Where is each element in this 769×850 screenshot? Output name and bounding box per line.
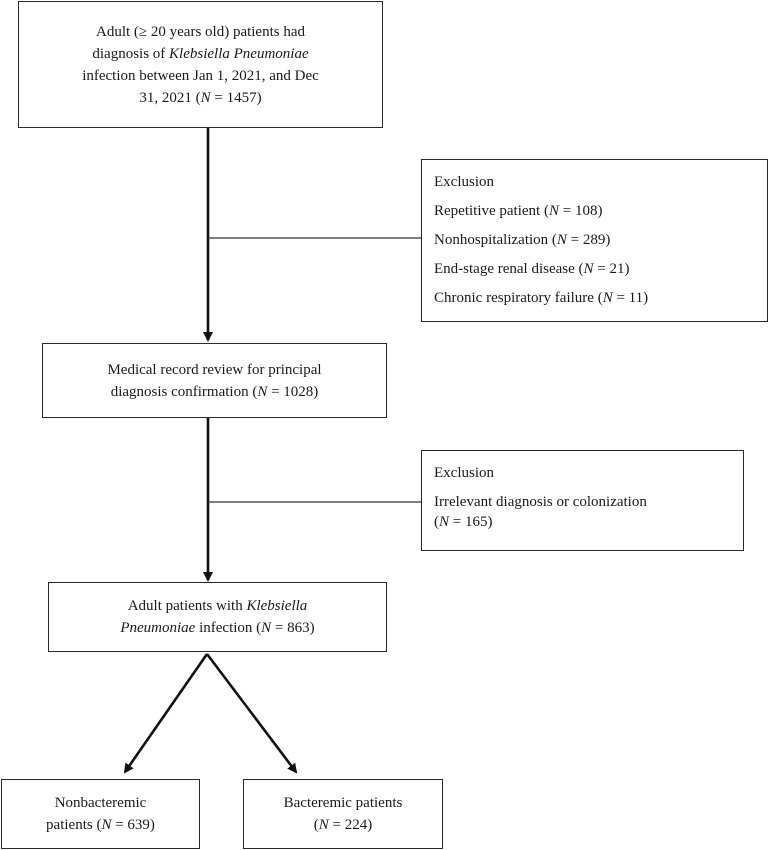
box-nonbacteremic-line2-text: patients ( — [46, 817, 102, 833]
box-adult-line2-text: infection ( — [195, 620, 262, 636]
box-initial-line4-text: 31, 2021 ( — [139, 89, 201, 106]
box-bacteremic: Bacteremic patients (N = 224) — [243, 779, 443, 849]
box-initial-patients: Adult (≥ 20 years old) patients had diag… — [18, 1, 383, 128]
box-initial-line3: infection between Jan 1, 2021, and Dec — [82, 67, 319, 84]
exclusion-2-line1: Irrelevant diagnosis or colonization — [434, 494, 647, 510]
box-review-line2: diagnosis confirmation (N = 1028) — [111, 381, 319, 403]
box-review-count: = 1028) — [267, 383, 319, 400]
box-nonbacteremic: Nonbacteremic patients (N = 639) — [1, 779, 200, 849]
box-adult-n-symbol: N — [261, 620, 272, 636]
exclusion-1-item-n: N — [556, 232, 567, 248]
exclusion-1-item-count: = 289) — [566, 232, 611, 248]
exclusion-1-item-count: = 108) — [558, 203, 603, 219]
exclusion-1-item: End-stage renal disease (N = 21) — [434, 259, 767, 279]
exclusion-1-item-label: End-stage renal disease ( — [434, 261, 584, 277]
exclusion-1-title: Exclusion — [434, 174, 494, 190]
box-adult-line1-text: Adult patients with — [127, 598, 247, 614]
box-bacteremic-line1: Bacteremic patients — [283, 795, 403, 811]
box-adult-organism-genus: Klebsiella — [246, 598, 308, 614]
exclusion-1-item: Repetitive patient (N = 108) — [434, 201, 767, 221]
box-initial-organism: Klebsiella Pneumoniae — [169, 45, 309, 62]
box-nonbacteremic-line2: patients (N = 639) — [46, 814, 155, 836]
box-bacteremic-count: = 224) — [328, 817, 373, 833]
box-bacteremic-n-symbol: N — [318, 817, 329, 833]
box-adult-patients: Adult patients with Klebsiella Pneumonia… — [48, 582, 387, 652]
box-review-line2-text: diagnosis confirmation ( — [110, 383, 258, 400]
box-adult-organism-species: Pneumoniae — [120, 620, 196, 636]
box-record-review: Medical record review for principal diag… — [42, 343, 387, 418]
box-initial-line2-text: diagnosis of — [92, 45, 170, 62]
arrow-adult-to-nonbacteremic — [123, 653, 209, 774]
box-initial-n-symbol: N — [200, 89, 211, 106]
exclusion-box-2: Exclusion Irrelevant diagnosis or coloni… — [421, 450, 744, 551]
box-initial-count: = 1457) — [210, 89, 262, 106]
exclusion-2-line2-text: ( — [434, 514, 439, 530]
box-adult-line1: Adult patients with Klebsiella — [128, 595, 308, 617]
box-initial-line4: 31, 2021 (N = 1457) — [139, 87, 261, 109]
box-nonbacteremic-line1: Nonbacteremic — [54, 795, 147, 811]
exclusion-1-item-label: Chronic respiratory failure ( — [434, 290, 603, 306]
exclusion-2-n-symbol: N — [439, 514, 450, 530]
box-initial-line2: diagnosis of Klebsiella Pneumoniae — [92, 43, 308, 65]
exclusion-1-item-count: = 21) — [593, 261, 630, 277]
box-review-line1: Medical record review for principal — [107, 361, 322, 378]
box-bacteremic-line2: (N = 224) — [314, 814, 372, 836]
exclusion-2-title: Exclusion — [434, 465, 494, 481]
exclusion-2-count: = 165) — [449, 514, 493, 530]
box-review-n-symbol: N — [257, 383, 268, 400]
exclusion-2-line2: (N = 165) — [434, 512, 743, 532]
exclusion-1-item-n: N — [583, 261, 594, 277]
box-nonbacteremic-count: = 639) — [111, 817, 155, 833]
box-nonbacteremic-n-symbol: N — [101, 817, 112, 833]
exclusion-1-item-label: Nonhospitalization ( — [434, 232, 557, 248]
box-adult-line2: Pneumoniae infection (N = 863) — [120, 617, 314, 639]
exclusion-1-item-n: N — [602, 290, 613, 306]
exclusion-box-1: Exclusion Repetitive patient (N = 108) N… — [421, 159, 768, 322]
box-adult-count: = 863) — [271, 620, 315, 636]
exclusion-1-item: Nonhospitalization (N = 289) — [434, 230, 767, 250]
exclusion-1-item: Chronic respiratory failure (N = 11) — [434, 288, 767, 308]
exclusion-1-item-count: = 11) — [612, 290, 649, 306]
exclusion-1-item-label: Repetitive patient ( — [434, 203, 549, 219]
box-bacteremic-line2-text: ( — [313, 817, 319, 833]
arrow-adult-to-bacteremic — [205, 653, 298, 774]
box-initial-line1: Adult (≥ 20 years old) patients had — [95, 23, 306, 40]
exclusion-1-item-n: N — [548, 203, 559, 219]
